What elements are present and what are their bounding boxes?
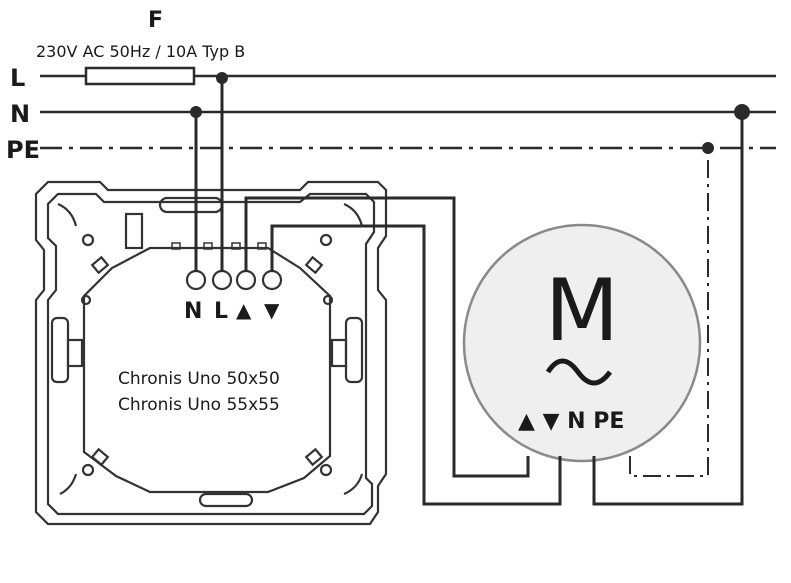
fuse-rating: 230V AC 50Hz / 10A Typ B: [36, 42, 245, 61]
terminal-down-screw: [261, 269, 283, 291]
junction-l: [216, 72, 228, 84]
rail-label-l: L: [10, 64, 25, 92]
insert-notches: [171, 242, 267, 250]
terminal-block: [185, 269, 283, 291]
mounting-frame: [34, 180, 388, 526]
rail-label-pe: PE: [6, 136, 40, 164]
terminal-label-n: N: [184, 299, 202, 324]
device-insert: [82, 246, 332, 494]
fuse-symbol: [84, 66, 196, 86]
junction-motor-n: [734, 104, 750, 120]
junction-pe: [702, 142, 714, 154]
motor-symbol: M: [545, 261, 619, 361]
terminal-l-screw: [211, 269, 233, 291]
junction-n: [190, 106, 202, 118]
model-line-1: Chronis Uno 50x50: [118, 369, 280, 389]
motor-circle: [462, 223, 702, 463]
rail-label-n: N: [10, 100, 30, 128]
ac-symbol-icon: [545, 358, 613, 386]
terminal-up-screw: [235, 269, 257, 291]
terminal-label-up: ▲: [236, 298, 252, 322]
terminal-n-screw: [185, 269, 207, 291]
motor-terminals: ▲ ▼ N PE: [518, 409, 624, 434]
terminal-label-l: L: [214, 299, 228, 324]
fuse-label: F: [148, 8, 163, 33]
wires: [190, 72, 750, 506]
model-line-2: Chronis Uno 55x55: [118, 395, 280, 415]
terminal-label-down: ▼: [264, 298, 280, 322]
